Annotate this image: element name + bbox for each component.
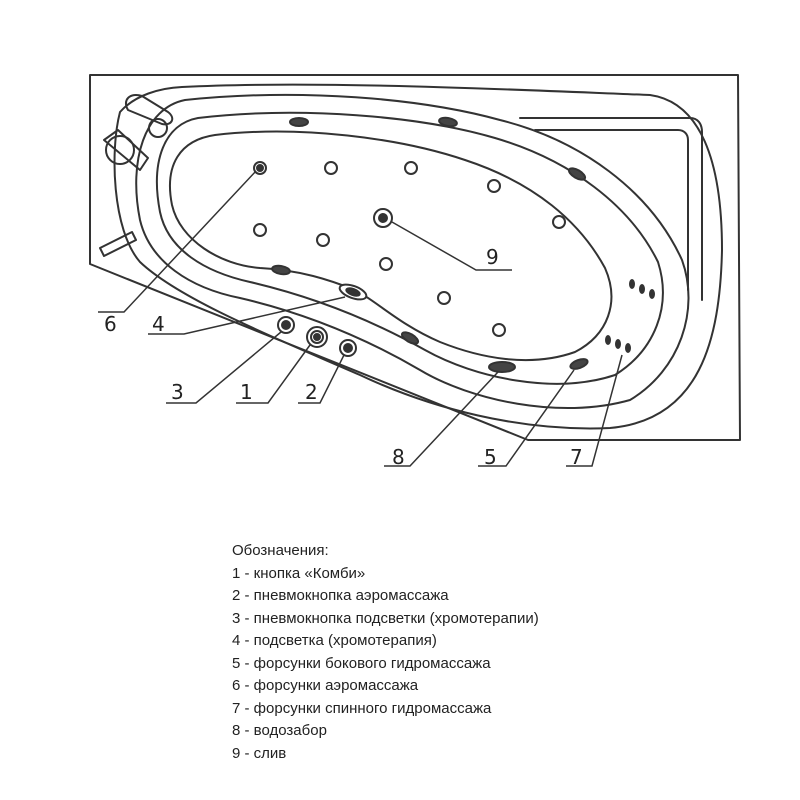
legend-item-3: 3 - пневмокнопка подсветки (хромотерапии… [232, 609, 539, 627]
side-jets [271, 116, 589, 370]
callout-6: 6 [104, 312, 117, 336]
faucet-icon [99, 94, 174, 257]
side-jet [569, 358, 589, 370]
aero-nozzles [253, 161, 566, 337]
side-jet [400, 331, 420, 345]
aero-nozzle [492, 323, 506, 337]
leader-1 [236, 344, 311, 404]
leader-7 [566, 354, 623, 467]
leader-9 [391, 221, 512, 271]
side-jet [289, 117, 309, 127]
drain-icon [373, 208, 393, 228]
tub-recess-inner [534, 129, 689, 291]
aero-nozzle [487, 179, 501, 193]
back-jet [629, 279, 635, 289]
back-jets [605, 279, 655, 353]
aero-nozzle-highlight [256, 164, 264, 172]
legend-item-8: 8 - водозабор [232, 722, 327, 739]
leader-2 [298, 354, 345, 404]
side-jet [271, 264, 291, 276]
callout-8: 8 [392, 445, 405, 469]
legend-item-2: 2 - пневмокнопка аэромассажа [232, 587, 449, 604]
back-jet [625, 343, 631, 353]
callout-2: 2 [305, 380, 318, 404]
tub-recess [519, 117, 703, 301]
bathtub-diagram: 6 4 9 3 1 2 8 5 7 [89, 74, 741, 469]
light-icon [338, 283, 368, 301]
legend-item-9: 9 - слив [232, 744, 287, 762]
callout-9: 9 [486, 245, 499, 269]
callout-3: 3 [171, 380, 184, 404]
aero-nozzle [316, 233, 330, 247]
callout-4: 4 [152, 312, 165, 336]
leader-4 [148, 296, 346, 335]
combi-button [306, 326, 328, 348]
tub-outer-rim [89, 74, 741, 441]
legend-item-1: 1 - кнопка «Комби» [232, 564, 366, 582]
aero-nozzle [552, 215, 566, 229]
leader-3 [166, 331, 282, 404]
leader-6 [98, 170, 257, 313]
tub-bowl-floor [168, 130, 613, 362]
leader-8 [384, 371, 499, 467]
callout-5: 5 [484, 445, 497, 469]
aero-nozzle [404, 161, 418, 175]
tub-bowl-outer [135, 93, 690, 410]
aero-nozzle [324, 161, 338, 175]
legend-item-7: 7 - форсунки спинного гидромассажа [232, 699, 492, 717]
water-intake-icon [488, 361, 516, 373]
legend: Обозначения: 1 - кнопка «Комби» 2 - пнев… [232, 540, 752, 765]
back-jet [605, 335, 611, 345]
side-jet [438, 116, 458, 128]
legend-item-4: 4 - подсветка (хромотерапия) [232, 632, 437, 649]
back-jet [615, 339, 621, 349]
back-jet [649, 289, 655, 299]
pneumo-button-light [277, 316, 295, 334]
back-jet [639, 284, 645, 294]
legend-item-5: 5 - форсунки бокового гидромассажа [232, 654, 491, 672]
legend-title: Обозначения: [232, 542, 329, 559]
side-jet [567, 167, 587, 181]
aero-nozzle [437, 291, 451, 305]
callout-7: 7 [570, 445, 583, 469]
leader-5 [478, 369, 575, 467]
aero-nozzle [253, 223, 267, 237]
callout-1: 1 [240, 380, 253, 404]
aero-nozzle [379, 257, 393, 271]
pneumo-button-aero [339, 339, 357, 357]
legend-item-6: 6 - форсунки аэромассажа [232, 677, 419, 694]
